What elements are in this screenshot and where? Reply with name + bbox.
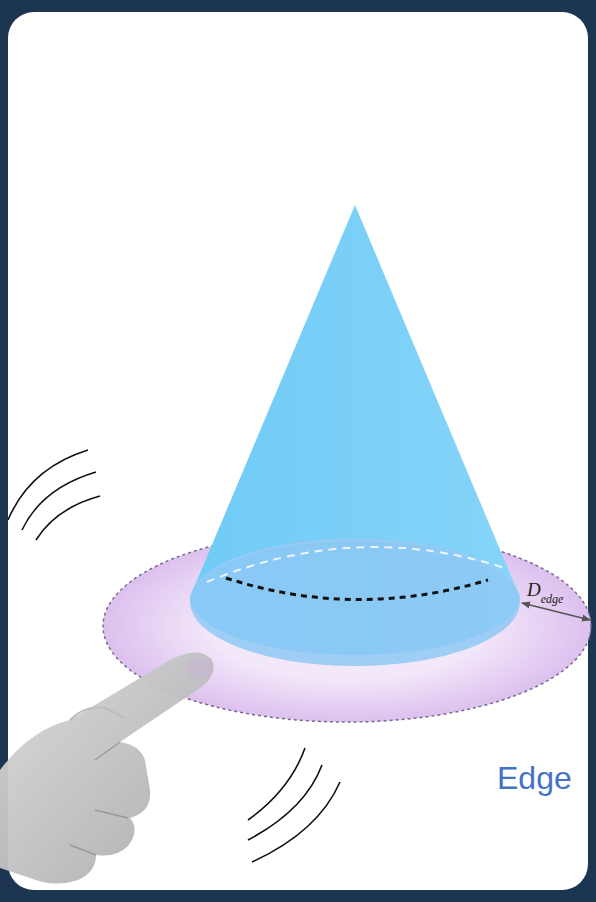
cone-base <box>190 538 520 666</box>
region-label: Edge <box>497 762 572 794</box>
hidden-arc <box>207 547 505 582</box>
dimension-arrow <box>522 603 590 620</box>
dimension-symbol: D <box>527 580 541 599</box>
contact-arc <box>226 578 488 600</box>
dimension-subscript: edge <box>541 593 564 605</box>
hand <box>0 653 214 884</box>
